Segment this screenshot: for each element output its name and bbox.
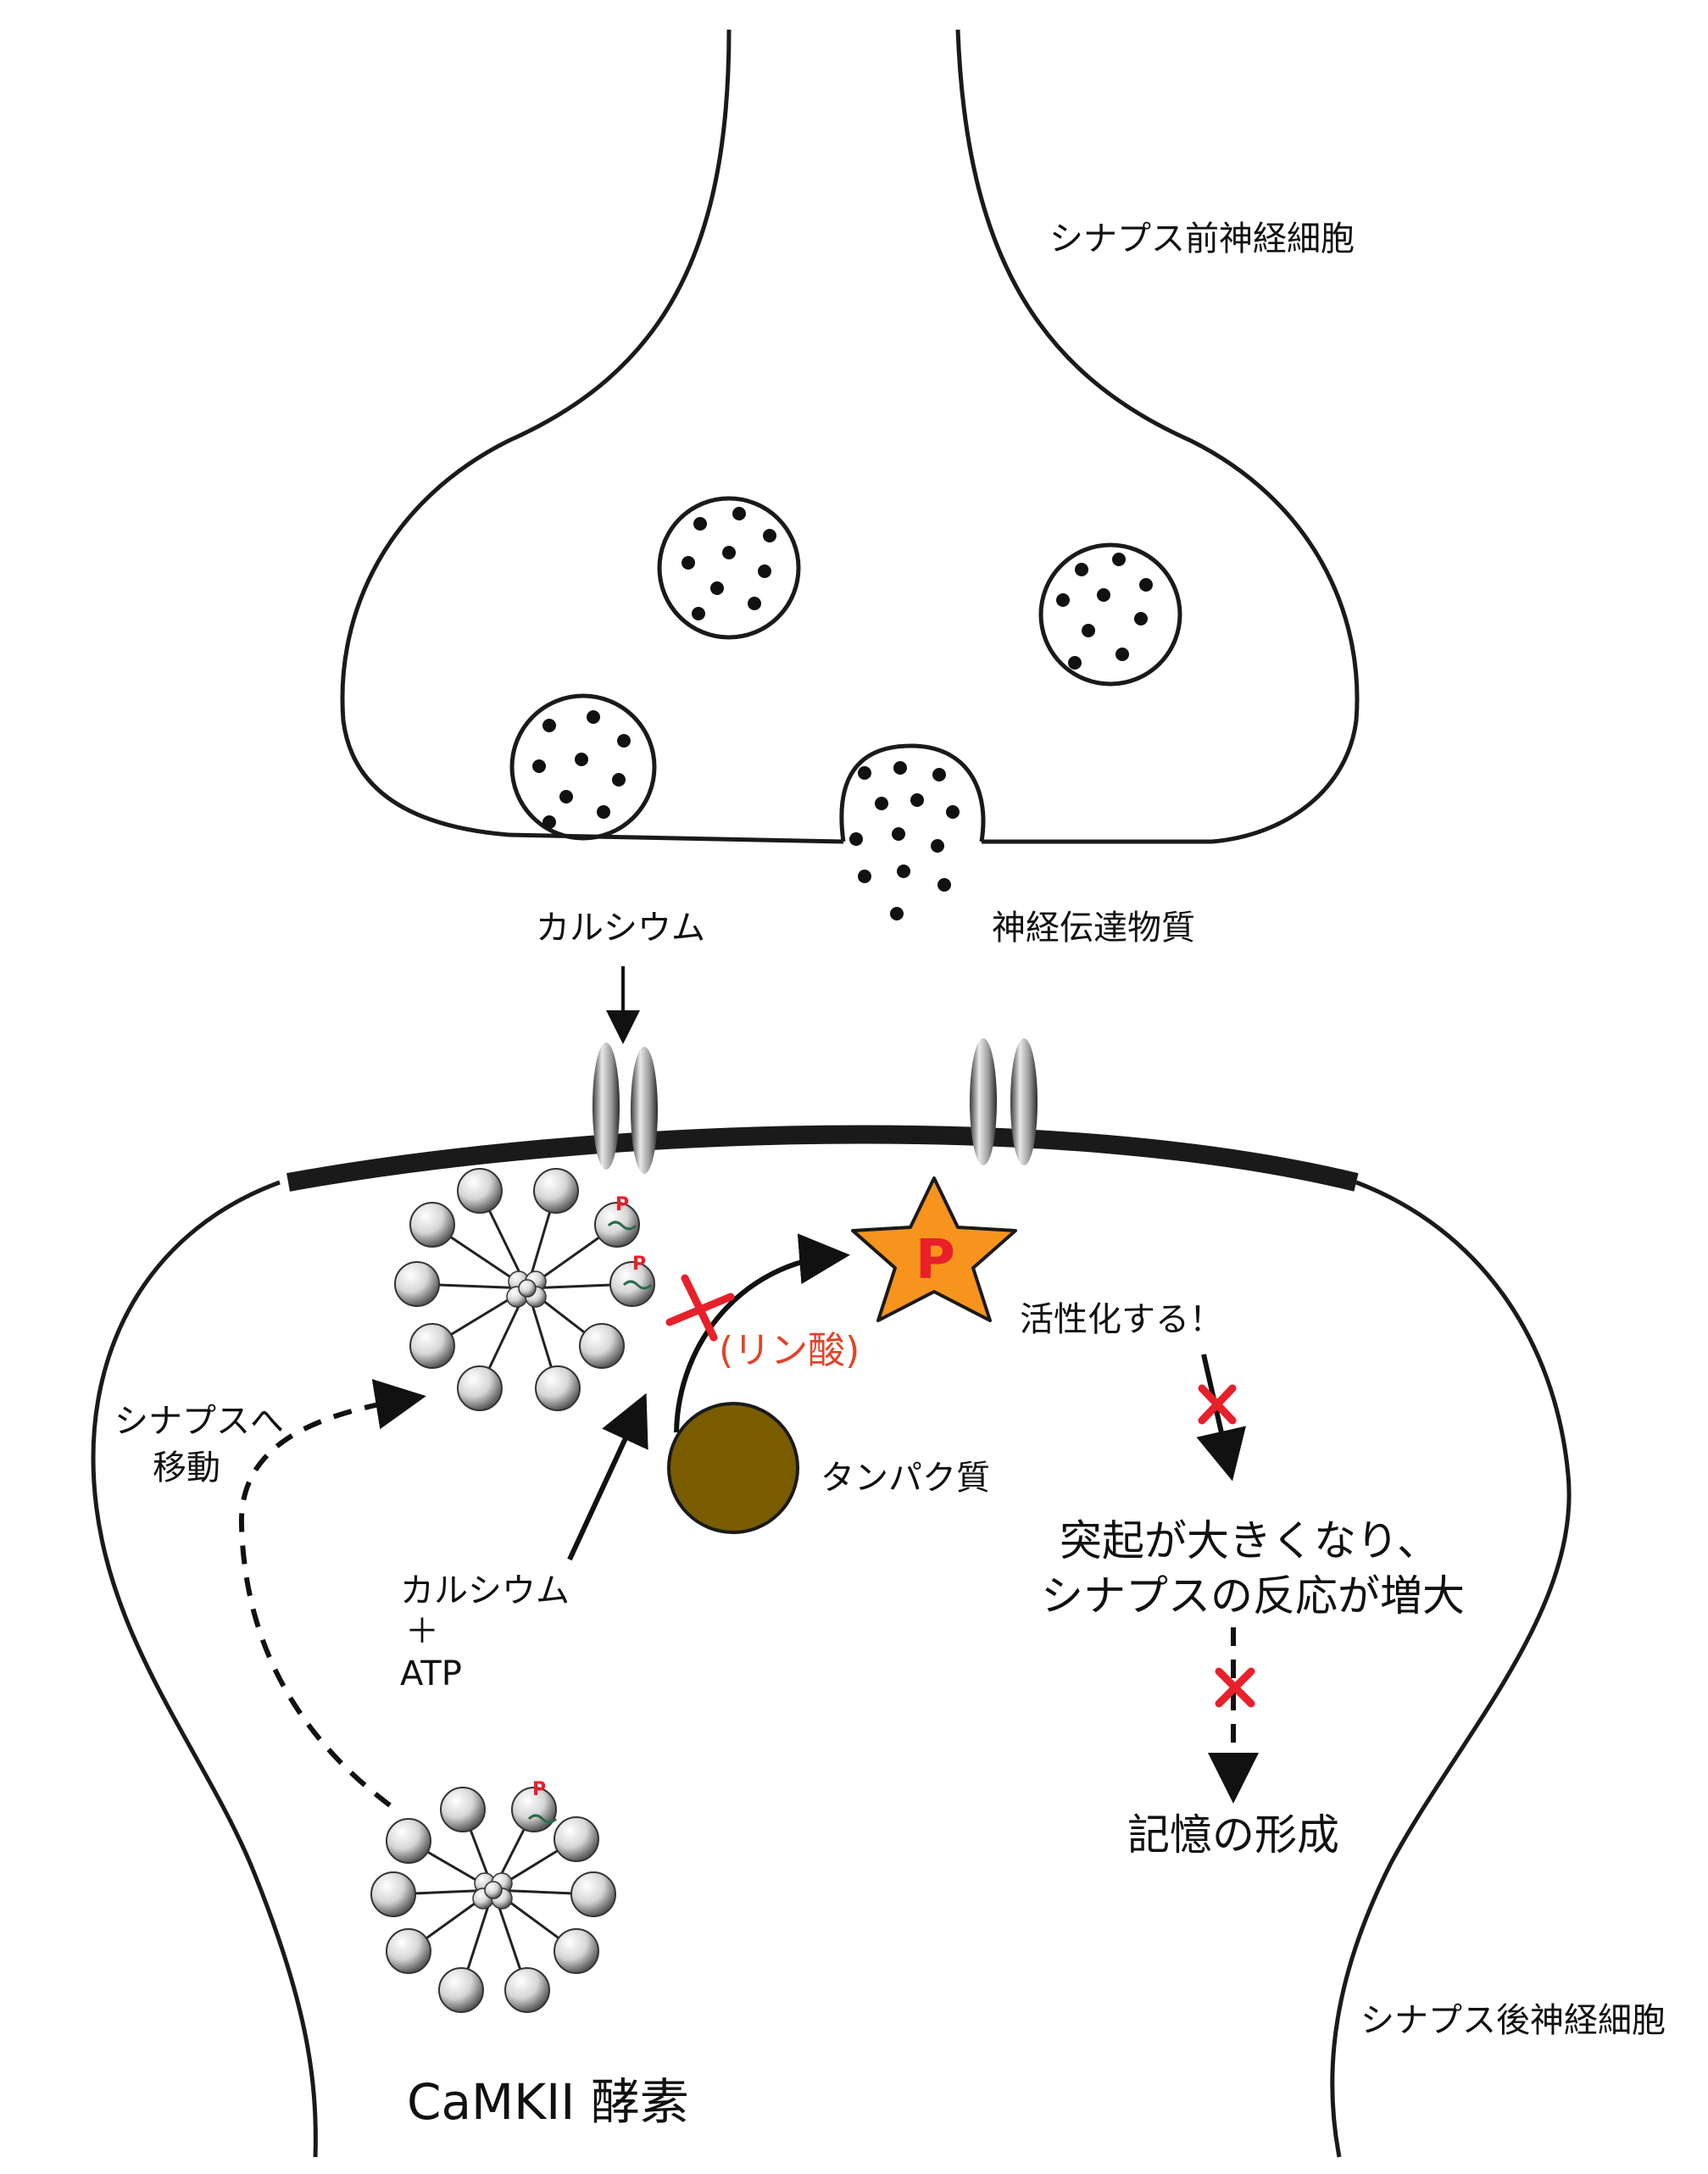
postsynaptic-membrane-right [1330, 1180, 1572, 2158]
presynaptic-membrane-bottom-right [955, 29, 1360, 844]
camkii-enzyme-icon: P P [394, 1168, 655, 1411]
p-mark: P [532, 1779, 546, 1800]
p-mark: P [615, 1194, 629, 1215]
neurotransmitter-label: 神経伝達物質 [992, 909, 1195, 948]
calcium-atp-line3: ATP [400, 1654, 462, 1693]
p-mark: P [915, 1229, 955, 1292]
move-label-line1: シナプスへ [114, 1402, 284, 1441]
postsynaptic-label: シナプス後神経細胞 [1360, 2001, 1666, 2040]
enzyme-label: CaMKII 酵素 [407, 2073, 689, 2131]
vesicle-icon [657, 496, 801, 640]
fusing-vesicle-icon [839, 743, 986, 920]
postsynaptic-cell [91, 1125, 1572, 2158]
vesicle-icon [509, 693, 657, 841]
camkii-enzyme-icon: P [370, 1779, 616, 2013]
protein-icon [667, 1402, 799, 1534]
calcium-atp-line1: カルシウム [400, 1571, 570, 1610]
move-label-line2: 移動 [153, 1448, 220, 1487]
effect-label-line1: 突起が大きくなり、 [1060, 1516, 1439, 1565]
ion-channel-icon [970, 1038, 1038, 1165]
postsynaptic-membrane-left [91, 1180, 318, 2158]
p-mark: P [632, 1254, 646, 1275]
calcium-atp-arrow [567, 1393, 648, 1561]
effect-label-line2: シナプスの反応が増大 [1041, 1571, 1465, 1621]
presynaptic-label: シナプス前神経細胞 [1049, 220, 1355, 259]
memory-label: 記憶の形成 [1127, 1810, 1339, 1860]
ion-channel-icon [593, 1043, 658, 1174]
phosphate-label: (リン酸) [719, 1329, 860, 1372]
move-to-synapse-arrow [238, 1379, 426, 1808]
calcium-top-label: カルシウム [536, 909, 705, 948]
postsynaptic-density [287, 1125, 1359, 1192]
blocked-cross-icon [1215, 1667, 1255, 1708]
presynaptic-membrane-left [340, 29, 732, 837]
protein-label: タンパク質 [821, 1459, 990, 1498]
calcium-atp-line2: ＋ [405, 1612, 439, 1651]
activate-label: 活性化する！ [1020, 1300, 1223, 1339]
phosphorylation-arrow [674, 1233, 850, 1433]
blocked-cross-icon [665, 1274, 735, 1342]
presynaptic-terminal [340, 29, 1360, 844]
phosphorylated-protein-star-icon: P [851, 1176, 1017, 1322]
blocked-cross-icon [1198, 1384, 1237, 1425]
vesicle-icon [1038, 542, 1182, 687]
